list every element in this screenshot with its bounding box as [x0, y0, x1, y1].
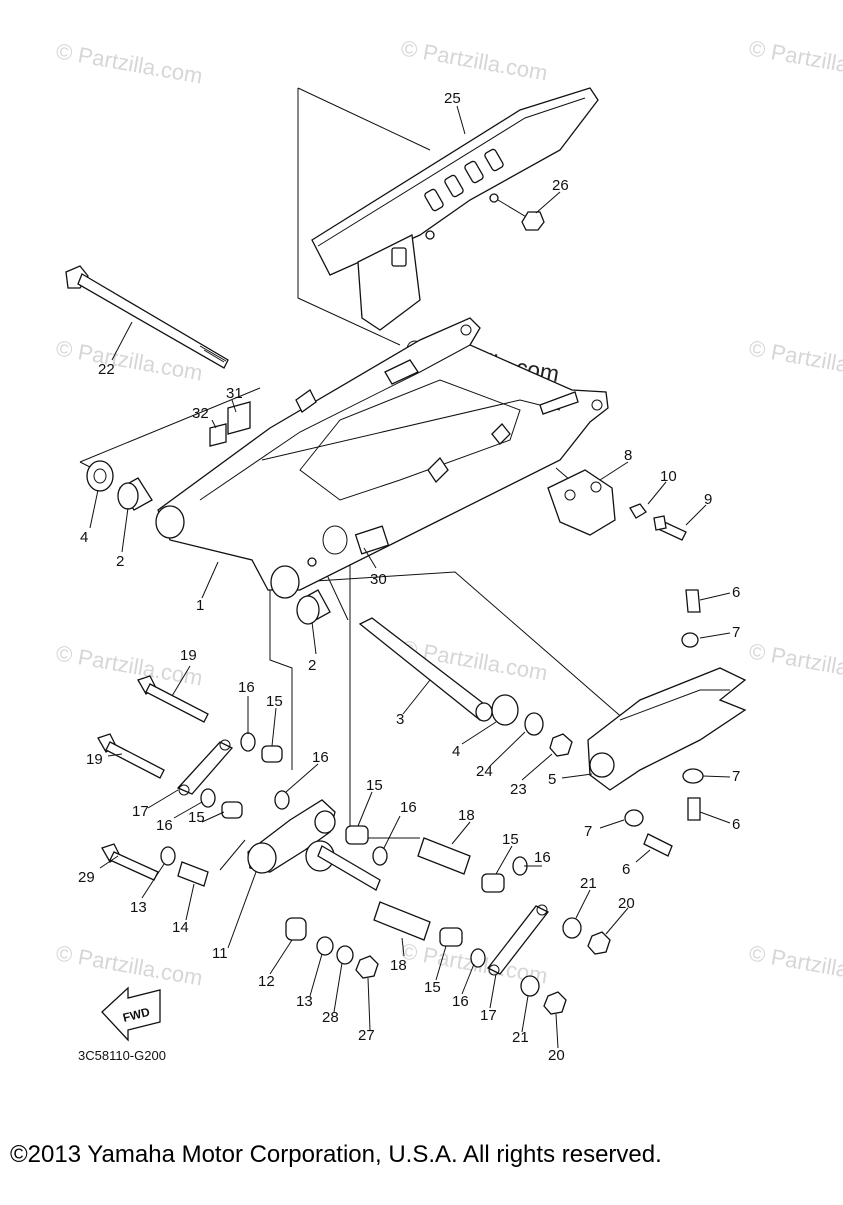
callout-24: 24 [476, 763, 493, 780]
callout-26: 26 [552, 177, 569, 194]
callout-31: 31 [226, 385, 243, 402]
callout-6-right: 6 [732, 816, 740, 833]
pivot-shaft-assembly [296, 589, 573, 757]
callout-25: 25 [444, 90, 461, 107]
watermark: © Partzilla.com [747, 335, 843, 385]
callout-30: 30 [370, 571, 387, 588]
swingarm [155, 317, 609, 599]
callout-20-top: 20 [618, 895, 635, 912]
callout-12: 12 [258, 973, 275, 990]
callout-15-d: 15 [502, 831, 519, 848]
callout-21-bottom: 21 [512, 1029, 529, 1046]
callout-32: 32 [192, 405, 209, 422]
watermark: © Partzilla.com [54, 38, 204, 88]
pivot-shaft-bolt [65, 265, 229, 369]
callout-2-bottom: 2 [308, 657, 316, 674]
callout-7-right: 7 [732, 768, 740, 785]
callout-9: 9 [704, 491, 712, 508]
callout-15-a: 15 [266, 693, 283, 710]
callout-15-e: 15 [424, 979, 441, 996]
callout-19-bottom: 19 [86, 751, 103, 768]
callout-11: 11 [212, 945, 228, 962]
relay-arm [247, 799, 336, 874]
chain-guard [311, 87, 599, 331]
callout-27: 27 [358, 1027, 375, 1044]
pivot-bushings-left [86, 460, 153, 511]
watermark: © Partzilla.com [747, 940, 843, 990]
callout-8: 8 [624, 447, 632, 464]
callout-17-right: 17 [480, 1007, 497, 1024]
callout-16-d: 16 [400, 799, 417, 816]
watermark: © Partzilla.com [54, 940, 204, 990]
callout-13-left: 13 [130, 899, 147, 916]
copyright-notice: ©2013 Yamaha Motor Corporation, U.S.A. A… [10, 1141, 662, 1168]
callout-4-top: 4 [80, 529, 88, 546]
callout-4-bottom: 4 [452, 743, 460, 760]
callout-18-bottom: 18 [390, 957, 407, 974]
callout-17-left: 17 [132, 803, 149, 820]
spacers-and-seals [160, 732, 611, 1015]
watermark: © Partzilla.com [399, 35, 549, 85]
callout-2-top: 2 [116, 553, 124, 570]
callout-22: 22 [98, 361, 115, 378]
callout-20-bottom: 20 [548, 1047, 565, 1064]
callout-7-top: 7 [732, 624, 740, 641]
callout-18-top: 18 [458, 807, 475, 824]
callout-16-a: 16 [238, 679, 255, 696]
callout-10: 10 [660, 468, 677, 485]
callout-3: 3 [396, 711, 404, 728]
chain-slider-block [547, 469, 687, 541]
callout-7-left: 7 [584, 823, 592, 840]
bolt-26 [497, 199, 545, 231]
callout-5: 5 [548, 771, 556, 788]
callout-6-top: 6 [732, 584, 740, 601]
chain-puller [587, 589, 747, 857]
callout-15-c: 15 [366, 777, 383, 794]
callout-29: 29 [78, 869, 95, 886]
callout-1: 1 [196, 597, 204, 614]
callout-23: 23 [510, 781, 527, 798]
callout-16-c: 16 [156, 817, 173, 834]
fwd-label: FWD [121, 1005, 151, 1025]
connecting-rods [176, 739, 549, 976]
label-decals [209, 401, 251, 447]
callout-19-top: 19 [180, 647, 197, 664]
diagram-code: 3C58110-G200 [78, 1048, 166, 1063]
forward-arrow: FWD [101, 986, 161, 1042]
callout-21-top: 21 [580, 875, 597, 892]
callout-15-b: 15 [188, 809, 205, 826]
watermark: © Partzilla.com [747, 638, 843, 688]
callout-leaders [89, 105, 731, 1049]
callout-13-bottom: 13 [296, 993, 313, 1010]
watermark: © Partzilla.com [747, 35, 843, 85]
callout-14: 14 [172, 919, 189, 936]
callout-16-f: 16 [452, 993, 469, 1010]
callout-28: 28 [322, 1009, 339, 1026]
callout-numbers: 25 26 22 31 32 4 2 1 2 30 8 10 9 6 7 7 6… [78, 90, 740, 1064]
callout-16-e: 16 [534, 849, 551, 866]
callout-6-bottom: 6 [622, 861, 630, 878]
callout-16-b: 16 [312, 749, 329, 766]
